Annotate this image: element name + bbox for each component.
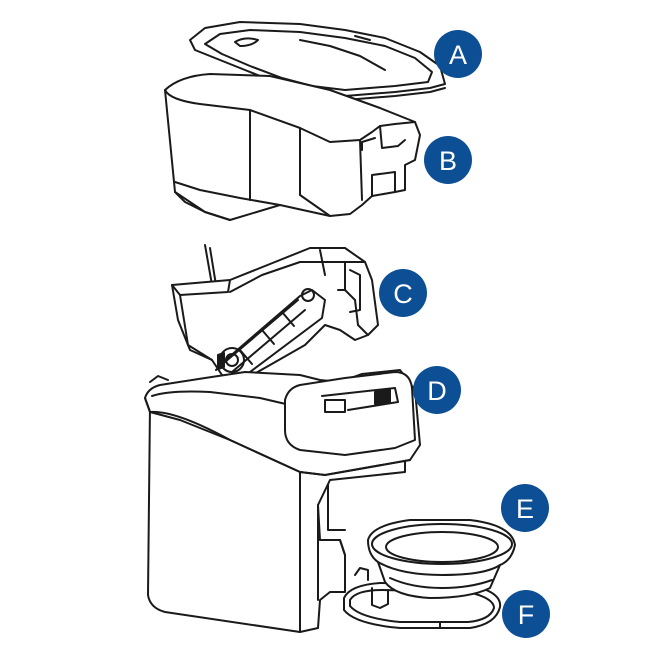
part-d-base [144,369,421,633]
part-b-housing [164,73,421,221]
callout-a: A [434,30,482,78]
callout-d: D [413,366,461,414]
callout-a-label: A [449,40,467,70]
callout-f-label: F [518,600,535,630]
part-a-lid [189,21,446,101]
callout-c-label: C [393,279,413,309]
callout-f: F [502,590,550,638]
part-e-bowl [367,519,516,599]
callout-b-label: B [439,146,457,176]
callout-d-label: D [427,376,447,406]
callout-e: E [501,484,549,532]
callout-e-label: E [516,494,534,524]
callout-b: B [424,136,472,184]
part-c-mechanism [171,244,379,383]
callout-c: C [379,269,427,317]
